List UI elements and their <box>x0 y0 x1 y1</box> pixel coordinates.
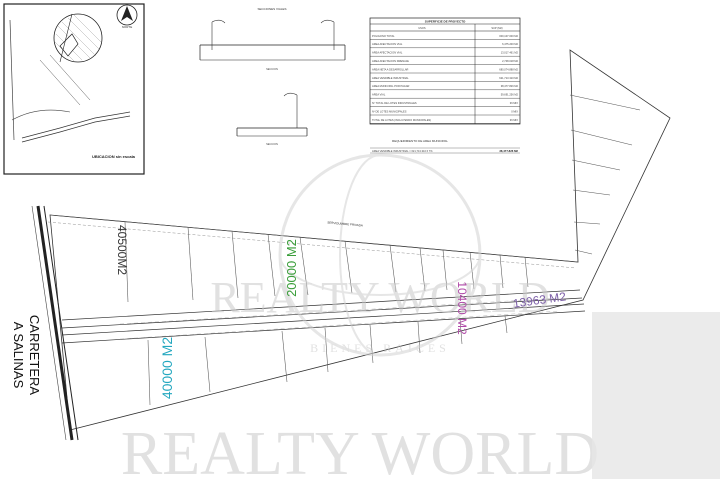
table-row-label: AREA AFECTACION VIAL <box>372 51 403 55</box>
table-row-label: TOTAL DE LOTES (INCLUYENDO MUNICIPALES) <box>372 118 431 122</box>
table-row-value: 59,691.256 M2 <box>501 93 519 97</box>
table-col-area: SUP (M2) <box>491 26 502 30</box>
table-row-label: AREA VIAL <box>372 93 386 97</box>
table-row-value: 36 MIX <box>510 118 518 122</box>
section-a-label: SECCION <box>266 67 278 71</box>
table-row-label: AREA MUNICIPAL POR PAGAR <box>372 84 410 88</box>
watermark-brand-mid: REALTY WORLD <box>210 273 549 322</box>
lot-area-label-a: 40500M2 <box>115 225 129 275</box>
watermark: REALTY WORLD BIENES RAICES REALTY WORLD <box>121 153 599 479</box>
north-arrow-icon: NORTE <box>116 4 138 29</box>
section-b-label: SECCION <box>266 142 278 146</box>
table-row-label: AREA AFECTACION DRENAJE <box>372 59 409 63</box>
table-row-value: 36 MIX <box>510 101 518 105</box>
lot-area-label-c: 40000 M2 <box>159 337 175 399</box>
highway-label-line1: CARRETERA <box>27 315 42 396</box>
table-row-label: AREA NETA A DESARROLLAR <box>372 67 409 71</box>
table-row-label: POLIGONO TOTAL <box>372 34 395 38</box>
table-row-value: 38,477.826 M2 <box>501 84 519 88</box>
table-row-value: 0 MIX <box>511 109 518 113</box>
watermark-brand-bottom: REALTY WORLD <box>121 420 599 479</box>
lot-area-label-d: 10400 M2 <box>455 281 469 335</box>
site-plan <box>31 49 671 441</box>
table-row-value: 13,017.461 M2 <box>501 51 519 55</box>
corner-overlay <box>592 312 720 479</box>
table-row-value: 000,107.000 M2 <box>499 34 518 38</box>
table-col-use: USOS <box>418 26 426 30</box>
summary-table: SUPERFICIE DE PROYECTO USOS SUP (M2) POL… <box>369 17 521 154</box>
road-sections: SECCIONES VIALES SECCION SECCION <box>199 7 346 146</box>
location-caption: UBICACION sin escala <box>92 154 136 159</box>
north-label: NORTE <box>122 25 132 29</box>
location-inset: NORTE UBICACION sin escala <box>3 3 145 175</box>
table-row-label: Nº DE LOTES MUNICIPALES <box>372 109 407 113</box>
table-row-value: 6,475.200 M2 <box>502 42 518 46</box>
table-row-value: 680,074.888 M2 <box>499 67 518 71</box>
municipal-heading: REQUERIMIENTO DE AREA MUNICIPAL <box>392 139 448 143</box>
table-row-label: AREA AFECTACION VIAL <box>372 42 403 46</box>
watermark-sub: BIENES RAICES <box>310 341 450 355</box>
highway-label-line2: A SALINAS <box>11 322 26 389</box>
table-rows: POLIGONO TOTAL 000,107.000 M2 AREA AFECTAC… <box>370 34 520 124</box>
municipal-value: 38,477.826 M2 <box>499 149 518 153</box>
private-road-label: SERVIDUMBRE PRIVADA <box>327 220 363 227</box>
table-row-value: 2,748.018 M2 <box>502 59 518 63</box>
road-sections-title: SECCIONES VIALES <box>257 7 286 11</box>
municipal-row: AREA VENDIBLE INDUSTRIAL = 621,713.310 6… <box>372 149 433 153</box>
lot-area-label-b: 20000 M2 <box>284 239 299 297</box>
table-row-value: 621,713.310 M2 <box>499 76 518 80</box>
table-row-label: AREA VENDIBLE INDUSTRIAL <box>372 76 409 80</box>
table-row-label: Nº TOTAL DE LOTES INDUSTRIALES <box>372 101 417 105</box>
table-title: SUPERFICIE DE PROYECTO <box>425 20 466 24</box>
